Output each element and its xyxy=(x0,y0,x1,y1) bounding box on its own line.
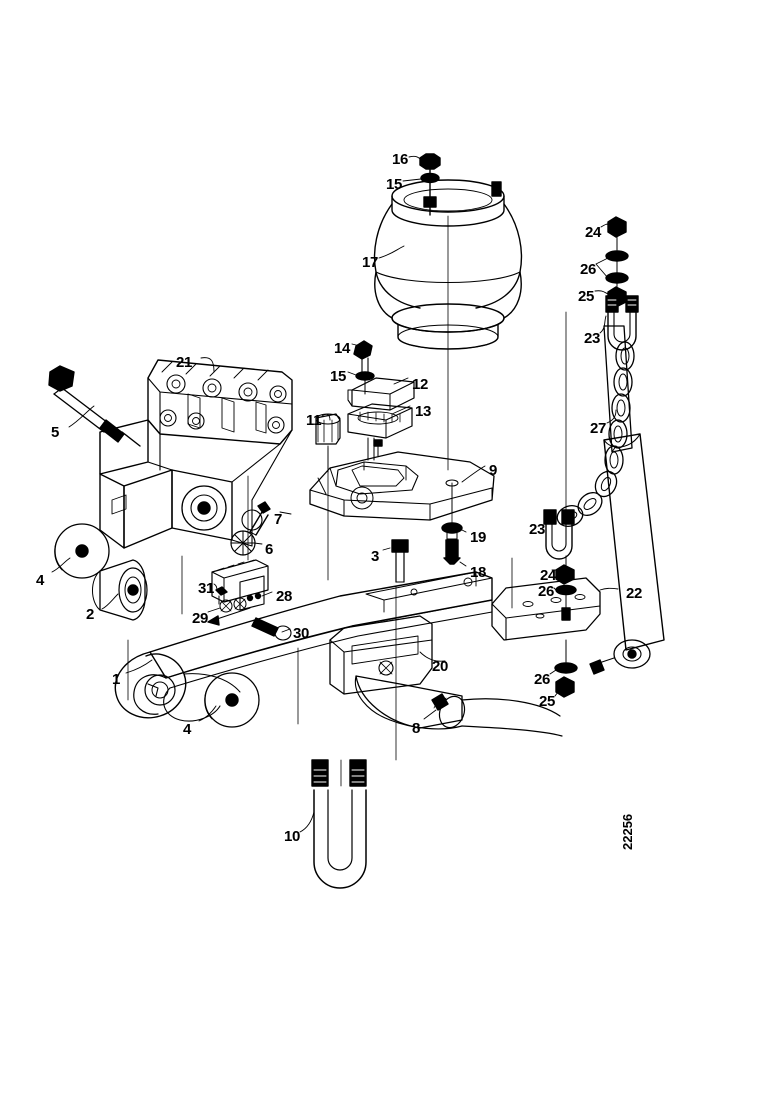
callout-4-upper: 4 xyxy=(36,572,45,589)
callout-24-upper: 24 xyxy=(585,224,602,241)
callout-25-upper: 25 xyxy=(578,288,595,305)
callout-17: 17 xyxy=(362,254,379,271)
callout-24-lower: 24 xyxy=(540,567,557,584)
callout-25-lower: 25 xyxy=(539,693,556,710)
callout-23-lower: 23 xyxy=(529,521,546,538)
sensor-bracket-art xyxy=(207,559,292,641)
bolt-3-art xyxy=(391,539,409,583)
callout-3: 3 xyxy=(371,548,380,565)
spring-seat-bracket-art xyxy=(329,615,563,737)
callout-7: 7 xyxy=(274,511,283,528)
callout-22: 22 xyxy=(626,585,643,602)
callout-29: 29 xyxy=(192,610,209,627)
bellows-side-stud-art xyxy=(491,181,502,197)
callout-19: 19 xyxy=(470,529,487,546)
front-hanger-bracket-art xyxy=(99,359,293,549)
callout-23-upper: 23 xyxy=(584,330,601,347)
callout-1: 1 xyxy=(112,671,121,688)
callout-10: 10 xyxy=(284,828,301,845)
u-bolt-large-art xyxy=(311,759,367,889)
figure-code: 22256 xyxy=(620,813,635,850)
callout-4-lower: 4 xyxy=(183,721,192,738)
callout-14: 14 xyxy=(334,340,351,357)
callout-26-mid: 26 xyxy=(538,583,555,600)
callout-11: 11 xyxy=(306,412,322,429)
callout-6: 6 xyxy=(265,541,274,558)
upper-ubolt-stack-art xyxy=(605,216,639,351)
callout-12: 12 xyxy=(412,376,429,393)
bellows-top-fastener-art xyxy=(419,153,441,216)
safety-chain-art xyxy=(556,341,635,527)
callout-26-upper: 26 xyxy=(580,261,597,278)
callout-27: 27 xyxy=(590,420,607,437)
shock-absorber-art xyxy=(589,325,665,675)
callout-2: 2 xyxy=(86,606,95,623)
callout-30: 30 xyxy=(293,625,310,642)
callout-15-bumpstop: 15 xyxy=(330,368,347,385)
callout-5: 5 xyxy=(51,424,60,441)
pivot-bolt-art xyxy=(48,365,141,447)
callout-20: 20 xyxy=(432,658,449,675)
bushing-art xyxy=(54,523,260,728)
axle-seat-fastener-art xyxy=(441,522,463,565)
callout-31: 31 xyxy=(198,580,215,597)
callout-13: 13 xyxy=(415,403,432,420)
shock-mount-plate-art xyxy=(491,509,601,698)
callout-18: 18 xyxy=(470,564,487,581)
leader-lines xyxy=(51,155,619,833)
callout-8: 8 xyxy=(412,720,421,737)
bump-stop-art xyxy=(315,340,415,473)
centre-lines xyxy=(127,215,567,787)
callout-21: 21 xyxy=(176,354,193,371)
axle-seat-art xyxy=(309,439,495,521)
callout-16: 16 xyxy=(392,151,409,168)
callout-26-lower: 26 xyxy=(534,671,551,688)
callout-28: 28 xyxy=(276,588,293,605)
callout-9: 9 xyxy=(489,462,498,479)
callout-15-bellows: 15 xyxy=(386,176,403,193)
